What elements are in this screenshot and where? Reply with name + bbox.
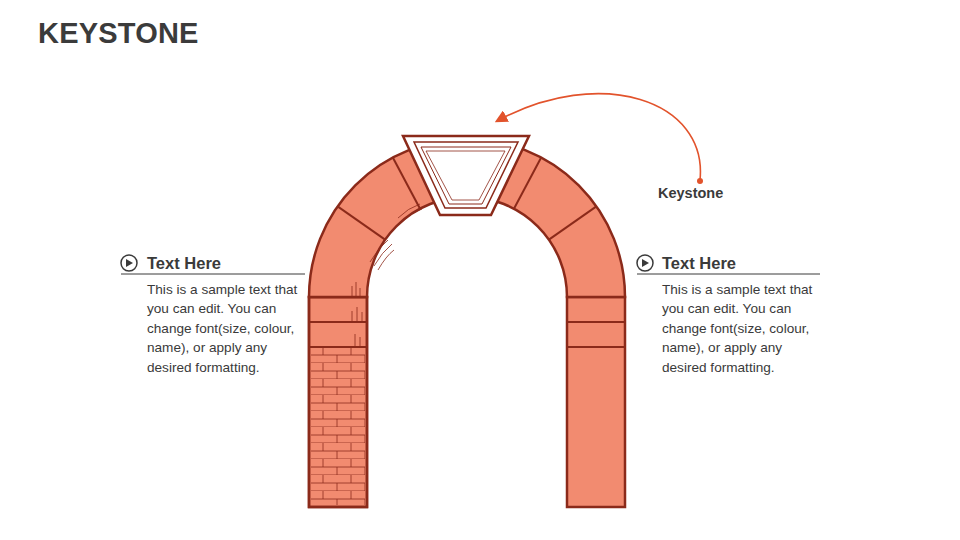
callout-body: This is a sample text that you can edit.… (662, 280, 824, 377)
left-pillar (309, 297, 367, 507)
slide-title: KEYSTONE (38, 17, 199, 50)
keystone-pointer (497, 94, 703, 184)
callout-body: This is a sample text that you can edit.… (147, 280, 309, 377)
right-pillar (567, 297, 625, 507)
callout-decoration (121, 255, 820, 274)
callout-heading: Text Here (147, 254, 221, 273)
keystone-block (403, 136, 529, 215)
keystone-label: Keystone (658, 185, 723, 201)
callout-heading: Text Here (662, 254, 736, 273)
shading-strokes (352, 204, 422, 346)
